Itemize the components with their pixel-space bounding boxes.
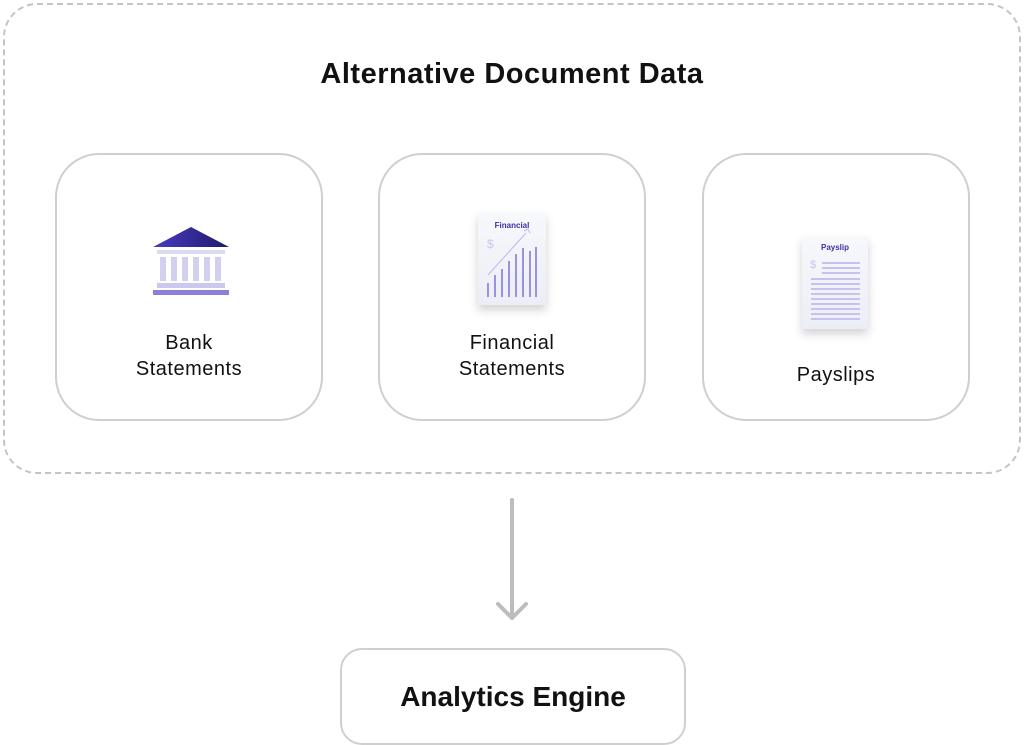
financial-report-icon: Financial $ [478, 213, 546, 305]
card-label: Statements [135, 358, 243, 380]
card-payslips: Payslip $ Payslips [702, 153, 970, 421]
doc-title: Payslip [820, 243, 849, 252]
alternative-document-data-group [3, 3, 1021, 474]
doc-title: Financial [494, 221, 530, 230]
card-label: Payslips [796, 364, 876, 386]
currency-symbol: $ [810, 259, 817, 271]
card-label: Statements [458, 358, 566, 380]
currency-symbol: $ [487, 237, 494, 251]
card-bank-statements: Bank Statements [55, 153, 323, 421]
payslip-icon: Payslip $ [802, 237, 868, 329]
bank-icon [153, 227, 229, 295]
group-title: Alternative Document Data [320, 58, 704, 90]
analytics-engine-box: Analytics Engine [340, 648, 686, 745]
down-arrow-icon [496, 498, 528, 620]
card-financial-statements: Financial $ Financial Statements [378, 153, 646, 421]
card-label: Bank [165, 332, 213, 354]
card-label: Financial [469, 332, 555, 354]
